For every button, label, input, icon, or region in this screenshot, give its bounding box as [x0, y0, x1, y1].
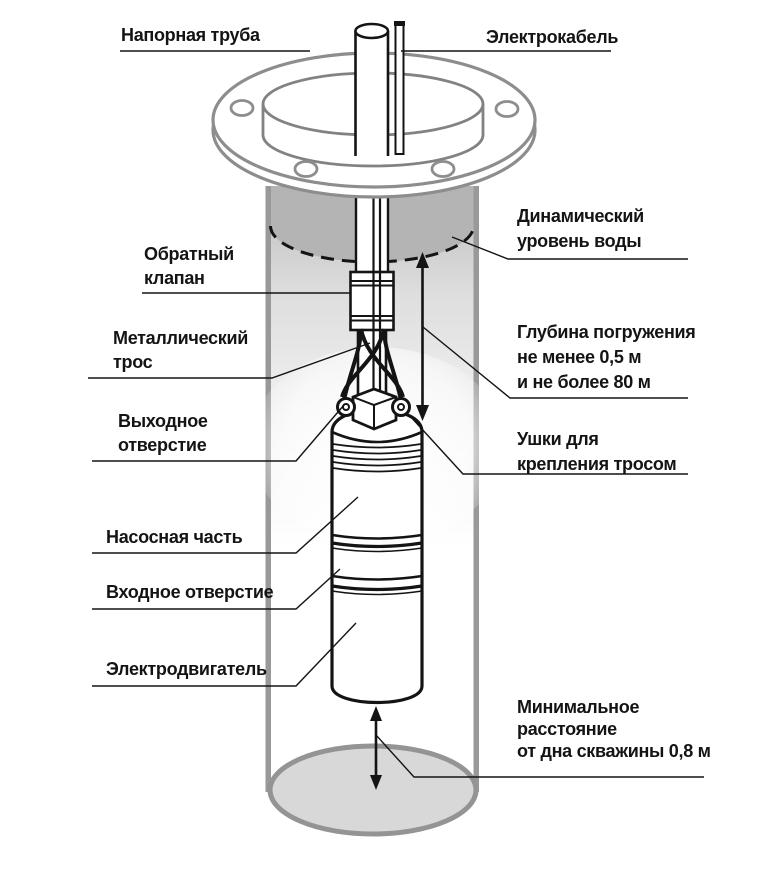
label-pressure-pipe: Напорная труба	[121, 25, 260, 45]
hex-head	[351, 387, 398, 431]
mounting-ears	[336, 397, 411, 417]
leader-water-level	[451, 236, 688, 260]
label-inlet-hole: Входное отверстие	[106, 582, 274, 602]
pressure-pipe	[354, 22, 390, 156]
electric-cable-top	[394, 21, 405, 155]
leader-immersion-depth	[422, 326, 688, 399]
label-electric-cable: Электрокабель	[486, 27, 619, 47]
immersion-depth-arrow	[416, 252, 429, 421]
label-mounting-ears: Ушки для крепления тросом	[517, 429, 677, 474]
leader-pump-part	[92, 496, 359, 554]
label-dynamic-water-level: Динамический уровень воды	[517, 206, 644, 251]
label-check-valve: Обратный клапан	[144, 244, 234, 288]
safety-rope	[340, 328, 405, 401]
flange-bolt-holes	[229, 99, 520, 178]
outlet-ribs	[332, 443, 422, 473]
leader-outlet	[92, 404, 345, 462]
label-immersion-depth: Глубина погружения не менее 0,5 м и не б…	[517, 322, 696, 392]
leader-metal-cable	[88, 342, 371, 379]
leader-lines	[88, 50, 704, 778]
leader-motor	[92, 622, 357, 687]
label-min-bottom-distance: Минимальное расстояние от дна скважины 0…	[517, 697, 711, 761]
leader-mounting-ears	[409, 415, 688, 475]
label-electric-motor: Электродвигатель	[106, 659, 267, 679]
label-pump-part: Насосная часть	[106, 527, 243, 547]
pump-unit	[330, 328, 424, 705]
leader-inlet	[92, 568, 341, 610]
pump-band-upper	[331, 533, 423, 553]
well-bottom	[267, 743, 479, 837]
leader-min-distance	[375, 734, 704, 778]
bottom-clearance-arrow	[370, 706, 382, 790]
check-valve	[349, 270, 395, 332]
label-metal-cable: Металлический трос	[113, 328, 249, 372]
label-outlet-hole: Выходное отверстие	[118, 411, 208, 455]
pump-band-lower	[331, 574, 423, 596]
